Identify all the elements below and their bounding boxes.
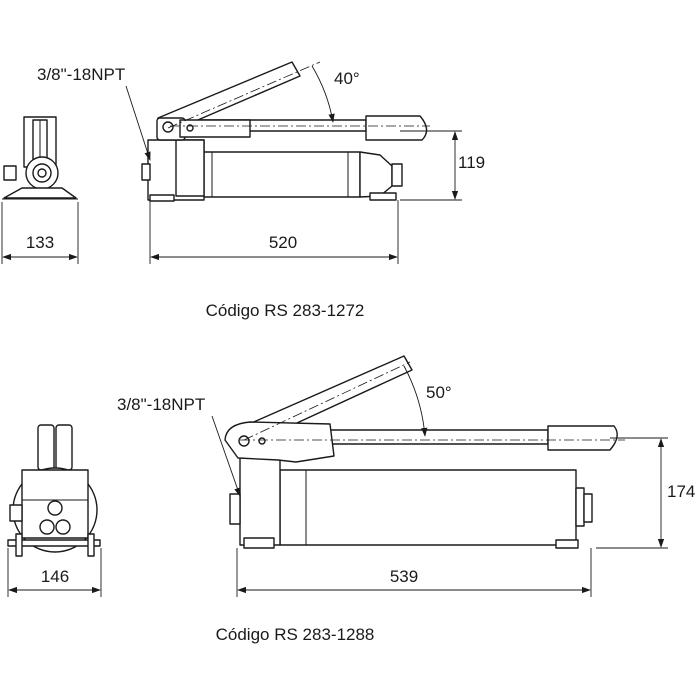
height-label-2: 174: [667, 482, 695, 501]
port-label-1: 3/8"-18NPT: [37, 65, 125, 84]
front-view-pump-1: 3/8"-18NPT 40° 119 520: [37, 61, 485, 264]
side-width-label-2: 146: [41, 567, 69, 586]
port-label-2: 3/8"-18NPT: [117, 395, 205, 414]
side-view-pump-2: 146: [7, 424, 102, 597]
length-label-2: 539: [390, 567, 418, 586]
side-view-pump-1: 133: [1, 116, 79, 264]
product-code-2: Código RS 283-1288: [216, 625, 375, 644]
length-label-1: 520: [269, 233, 297, 252]
angle-label-2: 50°: [426, 383, 452, 402]
drawing-pump-1: 133: [1, 61, 485, 320]
side-width-label-1: 133: [26, 233, 54, 252]
front-view-pump-2: 3/8"-18NPT 50° 174 539: [117, 355, 695, 597]
height-label-1: 119: [458, 153, 485, 172]
angle-label-1: 40°: [334, 69, 360, 88]
drawing-pump-2: 146: [7, 355, 695, 644]
product-code-1: Código RS 283-1272: [206, 301, 365, 320]
